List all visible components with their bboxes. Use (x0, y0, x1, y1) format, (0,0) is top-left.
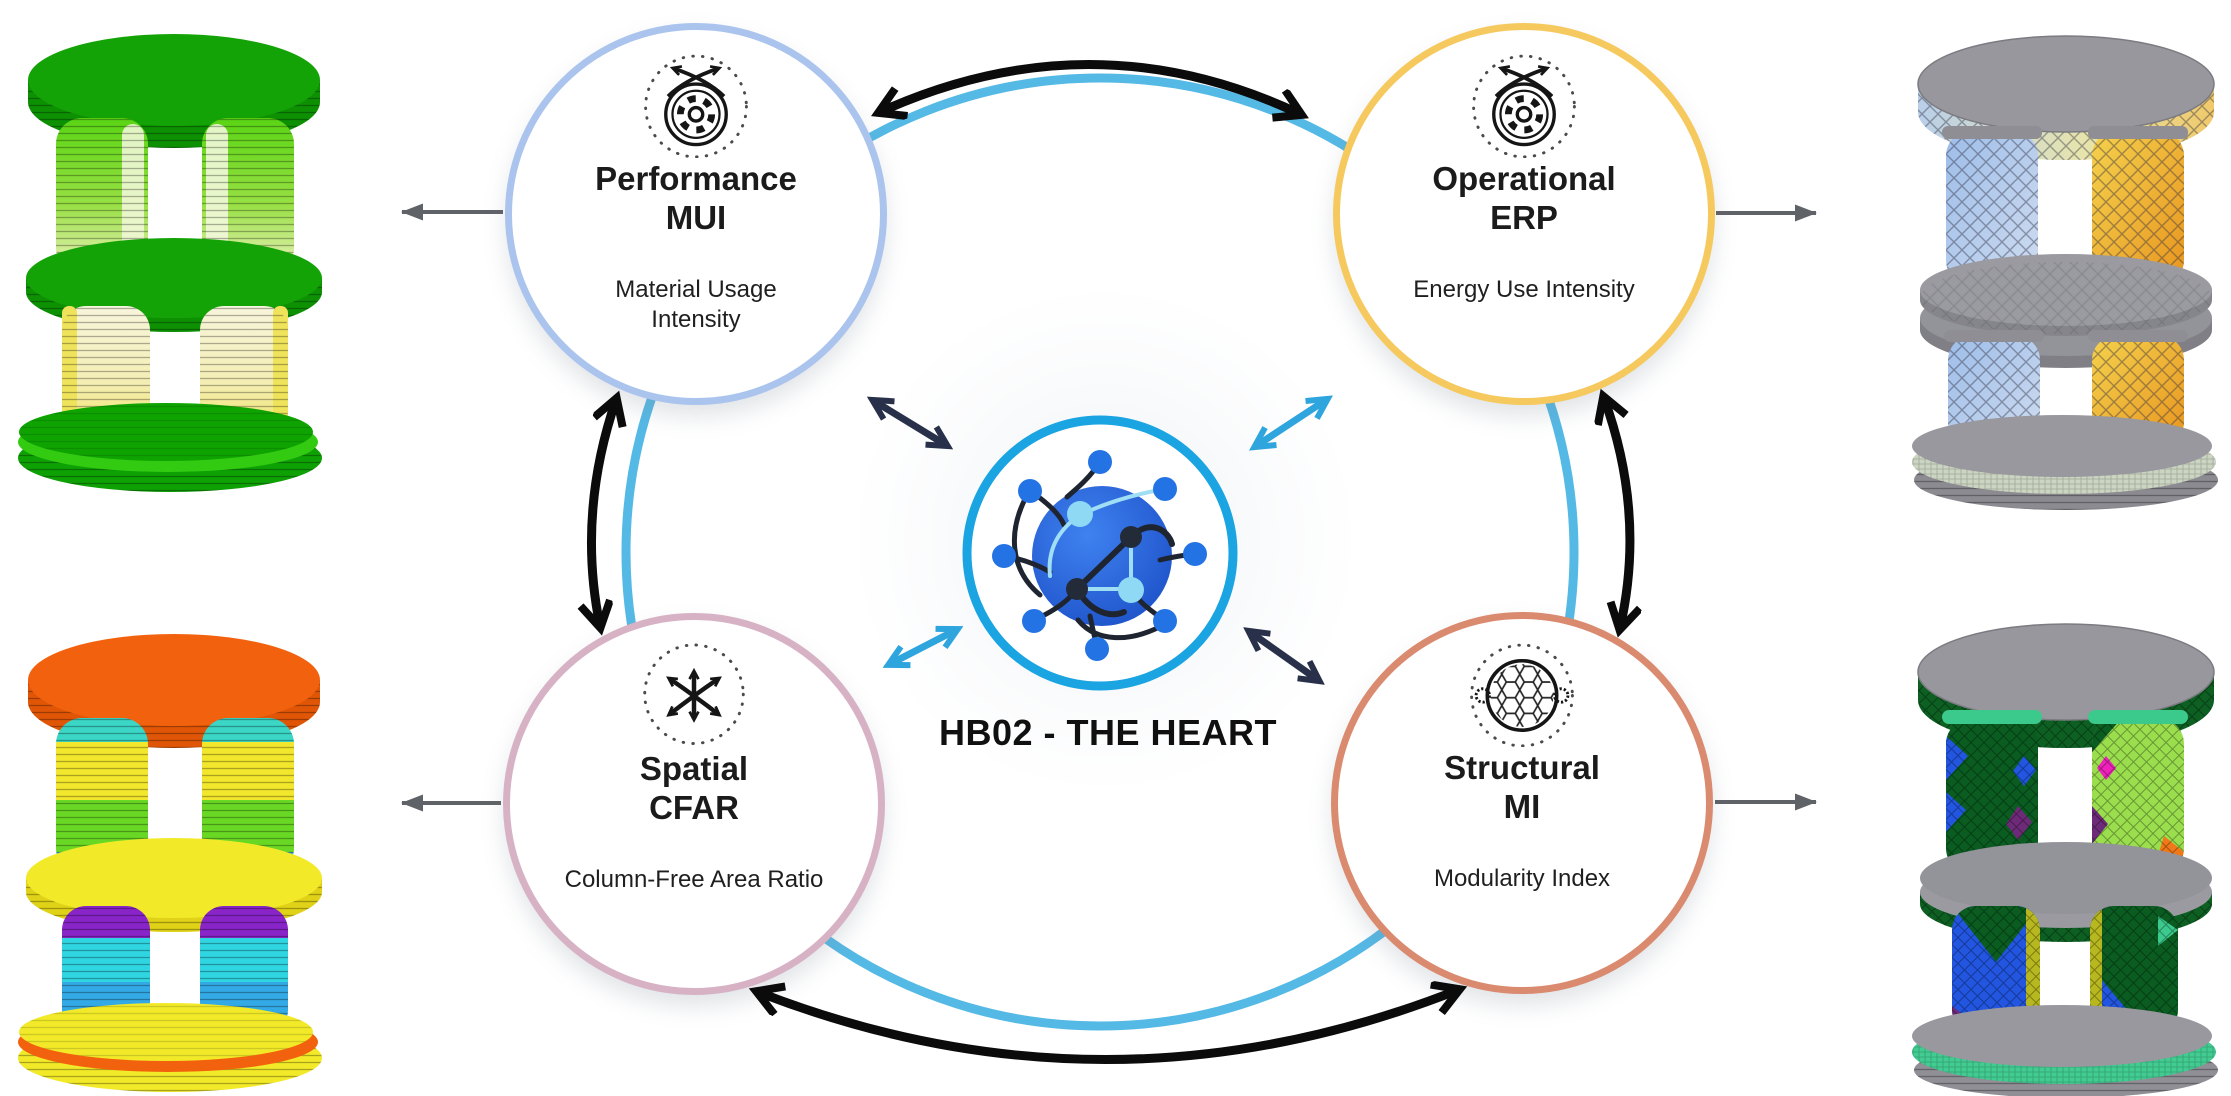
globe-network-icon (962, 415, 1238, 691)
building-model-modularity (1912, 623, 2218, 1096)
node-spatial: Spatial CFAR Column-Free Area Ratio (503, 613, 885, 995)
hub-arrow-northwest (874, 401, 946, 445)
gear-arrows-icon (1472, 54, 1576, 158)
building-model-spatial-zoning (18, 634, 322, 1092)
node-operational: Operational ERP Energy Use Intensity (1333, 23, 1715, 405)
expand-arrows-icon (643, 643, 745, 745)
arrow-spatial-structural (758, 990, 1458, 1064)
node-subtitle: Energy Use Intensity (1413, 276, 1635, 304)
building-model-material-usage (18, 34, 322, 492)
arrow-operational-structural (1604, 398, 1630, 628)
node-subtitle: Column-Free Area Ratio (564, 866, 824, 894)
node-performance: Performance MUI Material Usage Intensity (505, 23, 887, 405)
hub-arrow-southwest (890, 630, 956, 664)
arrow-performance-spatial (591, 400, 616, 626)
hub-arrow-southeast (1250, 632, 1318, 680)
node-title: Structural MI (1444, 749, 1600, 825)
hub-label: HB02 - THE HEART (938, 712, 1278, 753)
node-title: Performance MUI (595, 160, 797, 236)
node-title: Spatial CFAR (639, 750, 749, 826)
node-title: Operational ERP (1432, 160, 1616, 236)
node-subtitle: Modularity Index (1433, 865, 1611, 893)
hub-arrow-northeast (1256, 400, 1326, 446)
node-subtitle: Material Usage Intensity (615, 276, 777, 334)
building-model-energy-use (1912, 35, 2218, 510)
arrow-performance-operational (880, 60, 1300, 114)
node-structural: Structural MI Modularity Index (1331, 612, 1713, 994)
honeycomb-gears-icon (1470, 643, 1574, 747)
gear-arrows-icon (644, 54, 748, 158)
